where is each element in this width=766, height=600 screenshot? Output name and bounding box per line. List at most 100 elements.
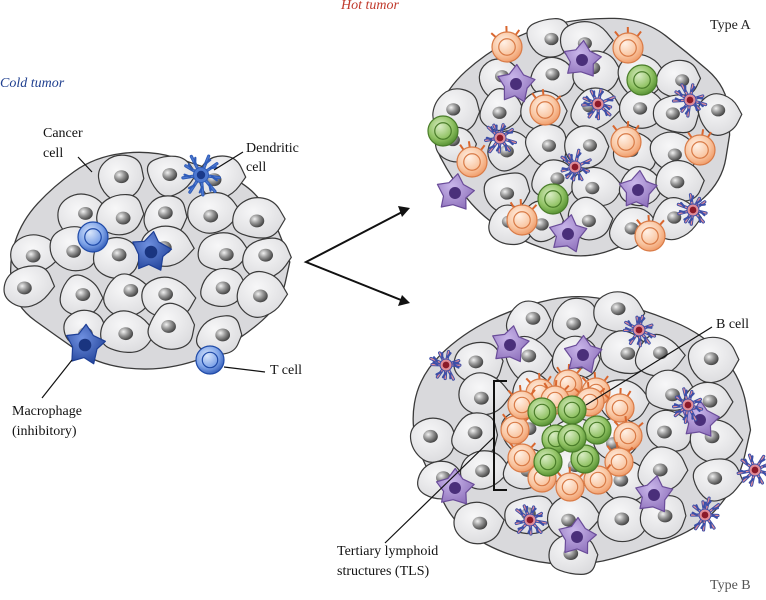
dendrite-branch (211, 167, 217, 168)
cancer-cell-nucleus (583, 139, 597, 151)
cancer-cell-nucleus (78, 207, 93, 220)
dendritic-nucleus (595, 101, 602, 108)
t-cell-body (528, 398, 556, 426)
dendrite-branch (691, 196, 693, 201)
dendrite-branch (517, 521, 522, 522)
t-cell-body (611, 127, 641, 157)
cancer-cell-nucleus (475, 464, 490, 477)
cancer-cell-nucleus (704, 352, 719, 365)
t-cell-body (558, 424, 586, 452)
dendrite-branch (713, 508, 718, 509)
macrophage-nucleus (648, 489, 660, 501)
cancer-cell-nucleus (707, 472, 722, 485)
dendritic-nucleus (636, 327, 643, 334)
cancer-cell-nucleus (666, 107, 680, 119)
dendritic-nucleus (197, 171, 205, 179)
cancer-cell-nucleus (582, 215, 596, 227)
cancer-cell-nucleus (526, 312, 541, 325)
t-cell-body (196, 346, 224, 374)
cold-tumor-cluster (4, 152, 291, 374)
t-cell (534, 448, 562, 476)
cancer-cell-label-line2: cell (43, 145, 63, 162)
t-cell (196, 346, 224, 374)
cancer-cell-nucleus (253, 289, 268, 302)
cancer-cell-nucleus (611, 302, 626, 315)
cancer-cell-nucleus (668, 149, 682, 161)
t-cell (457, 141, 487, 177)
cancer-cell-nucleus (423, 430, 438, 443)
t-cell-body (556, 473, 584, 501)
dendritic-nucleus (527, 517, 534, 524)
cold-tumor-title: Cold tumor (0, 75, 64, 92)
macrophage-nucleus (571, 531, 583, 543)
b-cell-label: B cell (716, 316, 749, 333)
cancer-cell-nucleus (258, 249, 273, 262)
dendrite-branch (740, 471, 745, 472)
cancer-cell-nucleus (75, 288, 90, 301)
cancer-cell-nucleus (542, 139, 556, 151)
t-cell (583, 416, 611, 444)
dendritic-nucleus (497, 135, 504, 142)
dendrite-branch (710, 523, 711, 528)
dendrite-branch (700, 205, 705, 206)
arrow-head-type-a (398, 206, 410, 217)
cancer-cell-nucleus (161, 320, 176, 333)
t-cell-body (635, 221, 665, 251)
macrophage-label-line2: (inhibitory) (12, 423, 77, 440)
cancer-cell-nucleus (658, 510, 673, 523)
t-cell-body (685, 135, 715, 165)
dendrite-branch (676, 411, 681, 412)
t-cell-leader (224, 367, 265, 372)
cancer-cell-nucleus (118, 327, 133, 340)
cancer-cell-nucleus (653, 464, 668, 477)
t-cell-body (501, 416, 529, 444)
dendritic-nucleus (752, 467, 759, 474)
macrophage-label-line1: Macrophage (12, 403, 82, 420)
t-cell-body (507, 205, 537, 235)
dendrite-branch (527, 507, 528, 512)
branch-arrow-lines (306, 210, 406, 302)
cancer-cell-nucleus (521, 349, 536, 362)
dendrite-branch (647, 327, 652, 328)
t-cell-receptor (628, 121, 629, 127)
t-cell-body (530, 95, 560, 125)
macrophage-nucleus (145, 246, 158, 259)
dendrite-branch (638, 318, 640, 323)
dendritic-nucleus (572, 164, 579, 171)
dendrite-branch (605, 110, 607, 115)
dendrite-branch (699, 217, 700, 222)
t-cell (558, 424, 586, 452)
dendrite-branch (752, 456, 753, 461)
t-cell (528, 398, 556, 426)
cancer-cell-nucleus (250, 214, 265, 227)
t-cell-receptor (520, 385, 521, 391)
dendrite-branch (645, 338, 646, 343)
dendrite-branch (537, 527, 538, 532)
cancer-cell-label-line1: Cancer (43, 125, 83, 142)
cancer-cell-nucleus (544, 33, 558, 45)
cancer-cell-nucleus (657, 426, 672, 439)
dendritic-cell-label-line2: cell (246, 159, 266, 176)
tls-label-line2: structures (TLS) (337, 563, 429, 580)
cancer-cell-nucleus (203, 210, 218, 223)
cancer-cell-nucleus (158, 288, 173, 301)
dendritic-nucleus (687, 97, 694, 104)
macrophage-nucleus (632, 184, 644, 196)
macrophage-leader (42, 360, 72, 398)
t-cell (558, 396, 586, 424)
macrophage-nucleus (449, 187, 461, 199)
type-a-label: Type A (710, 17, 751, 34)
macrophage-nucleus (562, 228, 574, 240)
dendritic-cell-label-line1: Dendritic (246, 140, 299, 157)
dendrite-branch (454, 362, 459, 363)
cancer-cell-nucleus (633, 102, 647, 114)
cancer-cell-nucleus (585, 182, 599, 194)
cancer-cell-nucleus (112, 248, 127, 261)
dendrite-branch (209, 185, 210, 191)
cancer-cell-nucleus (566, 317, 581, 330)
t-cell-receptor (625, 416, 626, 422)
cancer-cell (410, 418, 456, 462)
t-cell (538, 184, 568, 214)
t-cell-body (614, 422, 642, 450)
